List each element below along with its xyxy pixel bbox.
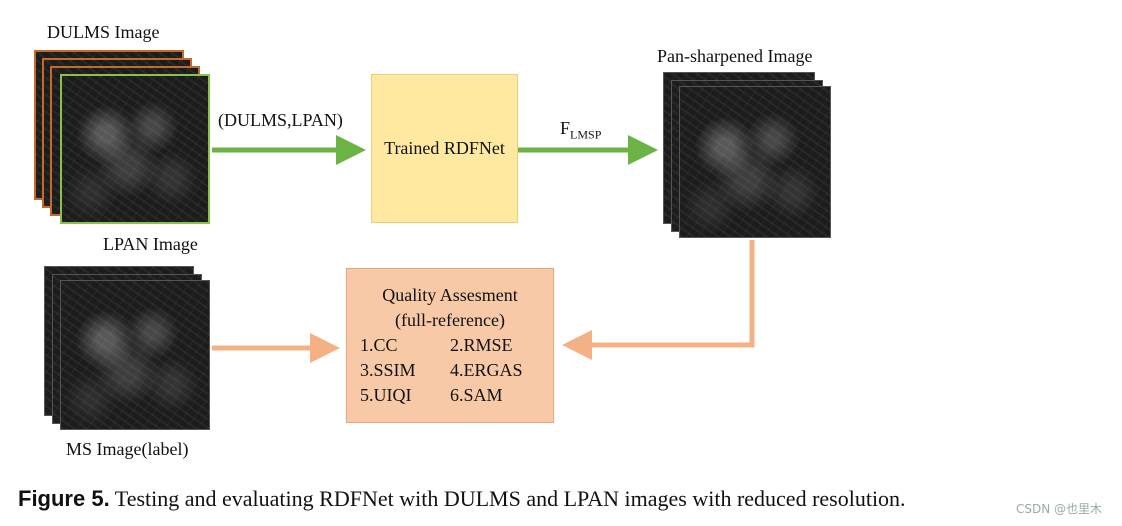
trained-rdfnet-box: Trained RDFNet [371,74,518,223]
metric-item: 1.CC [360,335,398,355]
figure-caption: Figure 5. Testing and evaluating RDFNet … [18,486,906,512]
quality-assessment-title: Quality Assesment [382,285,518,305]
figure-caption-text: Testing and evaluating RDFNet with DULMS… [114,486,906,511]
metric-item: 6.SAM [450,385,503,405]
trained-rdfnet-label: Trained RDFNet [384,138,505,158]
metric-item: 2.RMSE [450,335,513,355]
dulms-image-label: DULMS Image [47,22,160,42]
pansharpened-to-assessment-arrow [562,240,755,360]
quality-assessment-subtitle: (full-reference) [395,310,505,330]
input-pair-label: (DULMS,LPAN) [218,110,343,130]
metric-item: 5.UIQI [360,385,412,405]
figure-caption-prefix: Figure 5. [18,486,110,511]
watermark: CSDN @也里木 [1015,502,1102,516]
metric-item: 4.ERGAS [450,360,523,380]
metric-item: 3.SSIM [360,360,416,380]
pan-sharpened-image-label: Pan-sharpened Image [657,46,813,66]
output-subscript: LMSP [570,127,602,142]
pan-sharpened-band-image [679,86,831,238]
quality-assessment-box: Quality Assesment (full-reference) 1.CC … [346,268,554,423]
lpan-image [60,74,210,224]
ms-image-label: MS Image(label) [66,439,189,459]
lpan-image-label: LPAN Image [103,234,198,254]
output-symbol: F [560,118,571,138]
output-label: FLMSP [560,118,601,143]
ms-band-image [60,280,210,430]
metrics-list: 1.CC 2.RMSE 3.SSIM 4.ERGAS 5.UIQI 6.SAM [360,333,540,408]
